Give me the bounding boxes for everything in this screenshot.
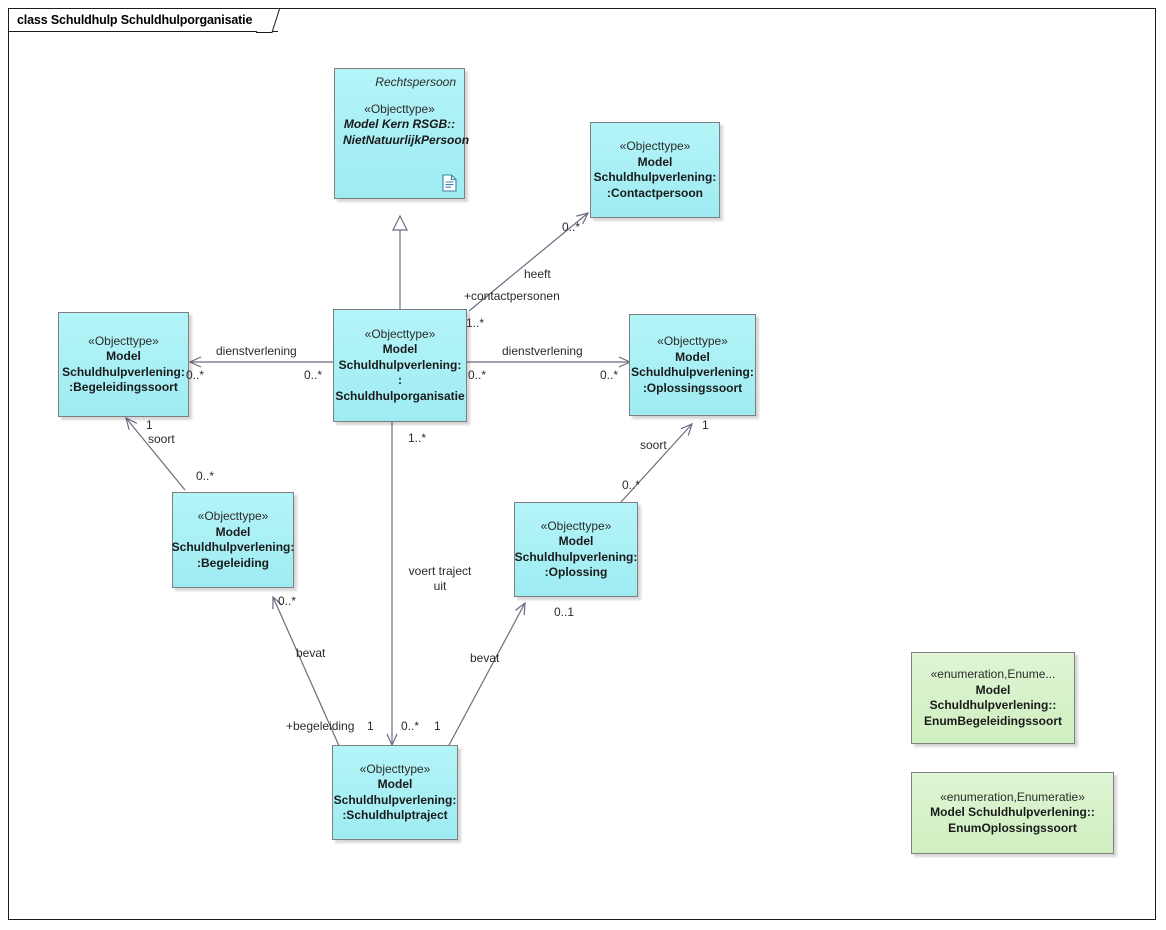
class-name: Model Schuldhulpverlening: :Begeleiding <box>171 524 295 570</box>
connector-label-voert-traject-uit: voert traject uit <box>403 564 477 594</box>
connector-label-heeft: heeft <box>524 267 551 281</box>
multiplicity-voert-traject-uit-target: 0..* <box>401 719 420 733</box>
connector-label-bevat-begeleiding: bevat <box>296 646 326 660</box>
enum-name: Model Schuldhulpverlening:: EnumBegeleid… <box>923 682 1063 728</box>
multiplicity-soort-begeleiding-source: 0..* <box>196 469 215 483</box>
multiplicity-bevat-oplossing-target: 0..1 <box>554 605 575 619</box>
multiplicity-dienstverlening-links-target: 0..* <box>186 368 205 382</box>
multiplicity-dienstverlening-rechts-target: 0..* <box>600 368 619 382</box>
class-node-oplossing[interactable]: «Objecttype» Model Schuldhulpverlening: … <box>514 502 638 597</box>
connector-label-dienstverlening-rechts: dienstverlening <box>502 344 583 358</box>
diagram-title: class Schuldhulp Schuldhulporganisatie <box>17 13 253 27</box>
multiplicity-heeft-source: 1..* <box>466 316 485 330</box>
class-name: Model Schuldhulpverlening: :Begeleidings… <box>62 349 185 394</box>
enum-stereotype: «enumeration,Enumeratie» <box>940 789 1085 804</box>
class-name: Model Schuldhulpverlening: :Contactperso… <box>593 154 717 200</box>
enum-node-enumoplossingssoort[interactable]: «enumeration,Enumeratie» Model Schuldhul… <box>911 772 1114 854</box>
diagram-frame <box>8 8 1156 920</box>
multiplicity-dienstverlening-links-source: 0..* <box>304 368 323 382</box>
multiplicity-soort-begeleiding-target: 1 <box>146 418 153 432</box>
diagram-tab-corner <box>256 8 280 33</box>
multiplicity-bevat-oplossing-source: 1 <box>434 719 441 733</box>
connector-label-line1: voert traject <box>408 564 472 578</box>
class-stereotype: «Objecttype» <box>540 518 612 533</box>
connector-label-soort-begeleiding: soort <box>148 432 175 446</box>
class-node-niet-natuurlijk-persoon[interactable]: Rechtspersoon «Objecttype» Model Kern RS… <box>334 68 470 199</box>
class-node-begeleidingssoort[interactable]: «Objecttype» Model Schuldhulpverlening: … <box>58 312 189 417</box>
class-node-contactpersoon[interactable]: «Objecttype» Model Schuldhulpverlening: … <box>590 122 720 218</box>
diagram-title-tab: class Schuldhulp Schuldhulporganisatie <box>8 8 279 32</box>
class-name: Model Schuldhulpverlening: :Schuldhulptr… <box>333 777 457 822</box>
multiplicity-dienstverlening-rechts-source: 0..* <box>468 368 487 382</box>
enum-stereotype: «enumeration,Enume... <box>930 667 1056 681</box>
multiplicity-bevat-begeleiding-target: 0..* <box>278 594 297 608</box>
enum-name: Model Schuldhulpverlening:: EnumOplossin… <box>930 805 1095 835</box>
class-name: Model Schuldhulpverlening: : Schuldhulpo… <box>335 342 465 403</box>
class-node-begeleiding[interactable]: «Objecttype» Model Schuldhulpverlening: … <box>172 492 294 588</box>
connector-label-soort-oplossing: soort <box>640 438 667 452</box>
class-stereotype: «Objecttype» <box>197 509 269 523</box>
class-node-oplossingssoort[interactable]: «Objecttype» Model Schuldhulpverlening: … <box>629 314 756 416</box>
class-alias: Rechtspersoon <box>375 75 456 89</box>
class-stereotype: «Objecttype» <box>88 333 159 348</box>
enum-node-enumbegeleidingssoort[interactable]: «enumeration,Enume... Model Schuldhulpve… <box>911 652 1075 744</box>
multiplicity-soort-oplossing-source: 0..* <box>622 478 641 492</box>
multiplicity-bevat-begeleiding-source: 1 <box>367 719 374 733</box>
class-name: Model Kern RSGB:: NietNatuurlijkPersoon <box>343 117 470 147</box>
class-node-schuldhulporganisatie[interactable]: «Objecttype» Model Schuldhulpverlening: … <box>333 309 467 422</box>
role-label-begeleiding: +begeleiding <box>286 719 355 733</box>
class-stereotype: «Objecttype» <box>657 334 728 348</box>
connector-label-dienstverlening-links: dienstverlening <box>216 344 297 358</box>
class-name: Model Schuldhulpverlening: :Oplossing <box>514 534 638 579</box>
connector-label-line2: uit <box>433 579 447 593</box>
class-stereotype: «Objecttype» <box>364 101 435 116</box>
document-icon <box>442 174 457 192</box>
class-stereotype: «Objecttype» <box>364 326 436 341</box>
connector-label-bevat-oplossing: bevat <box>470 651 500 665</box>
multiplicity-soort-oplossing-target: 1 <box>702 418 709 432</box>
class-node-schuldhulptraject[interactable]: «Objecttype» Model Schuldhulpverlening: … <box>332 745 458 840</box>
multiplicity-heeft-target: 0..* <box>562 220 581 234</box>
class-stereotype: «Objecttype» <box>619 139 691 153</box>
role-label-contactpersonen: +contactpersonen <box>464 289 560 303</box>
class-stereotype: «Objecttype» <box>359 761 431 776</box>
multiplicity-voert-traject-uit-source: 1..* <box>408 431 427 445</box>
class-name: Model Schuldhulpverlening: :Oplossingsso… <box>631 349 754 395</box>
